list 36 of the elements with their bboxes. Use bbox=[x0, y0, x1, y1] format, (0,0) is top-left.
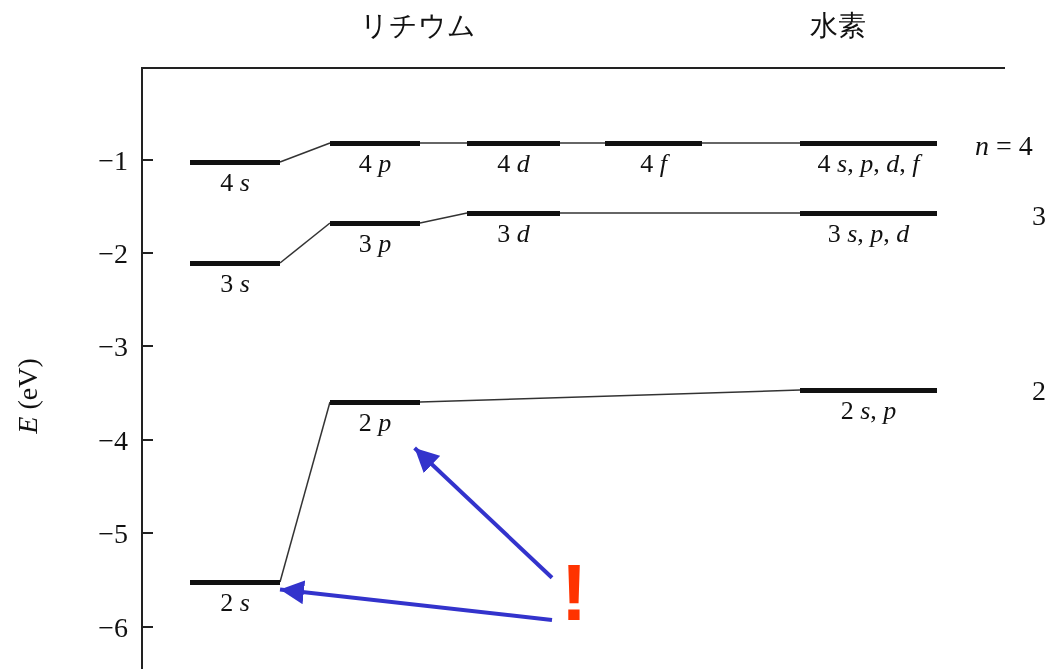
level-label: 2 bbox=[1032, 375, 1046, 407]
energy-level: 4 s bbox=[190, 160, 280, 208]
arrow bbox=[413, 446, 554, 580]
axis-label: E (eV) bbox=[11, 358, 44, 434]
tick-label: −2 bbox=[97, 238, 128, 270]
energy-level: 2 p bbox=[330, 400, 420, 448]
connector-line bbox=[279, 142, 331, 163]
energy-level: 2 s, p bbox=[800, 388, 937, 436]
connector-line bbox=[279, 222, 331, 264]
energy-level: 4 s, p, d, f bbox=[800, 141, 937, 189]
connector-line bbox=[701, 142, 801, 144]
tick-label: −3 bbox=[97, 331, 128, 363]
tick-label: −4 bbox=[97, 425, 128, 457]
energy-level: 3 d bbox=[467, 211, 560, 259]
energy-level: 4 f bbox=[605, 141, 702, 189]
level-label: 3 bbox=[1032, 200, 1046, 232]
energy-level: 4 d bbox=[467, 141, 560, 189]
connector-line bbox=[559, 212, 801, 214]
connector-line bbox=[419, 389, 801, 403]
energy-level: 3 s bbox=[190, 261, 280, 309]
energy-level: 3 s, p, d bbox=[800, 211, 937, 259]
group-label: 水素 bbox=[810, 10, 866, 42]
connector-line bbox=[279, 401, 331, 583]
exclamation-mark: ! bbox=[552, 548, 596, 638]
connector-line bbox=[559, 142, 606, 144]
group-label: リチウム bbox=[360, 10, 476, 42]
energy-level: 4 p bbox=[330, 141, 420, 189]
tick-label: −6 bbox=[97, 612, 128, 644]
energy-level: 2 s bbox=[190, 580, 280, 628]
connector-line bbox=[419, 212, 468, 224]
level-label: n = 4 bbox=[975, 130, 1033, 162]
arrow bbox=[279, 580, 553, 622]
tick-label: −5 bbox=[97, 518, 128, 550]
connector-line bbox=[419, 142, 468, 144]
tick-label: −1 bbox=[97, 145, 128, 177]
energy-level: 3 p bbox=[330, 221, 420, 269]
